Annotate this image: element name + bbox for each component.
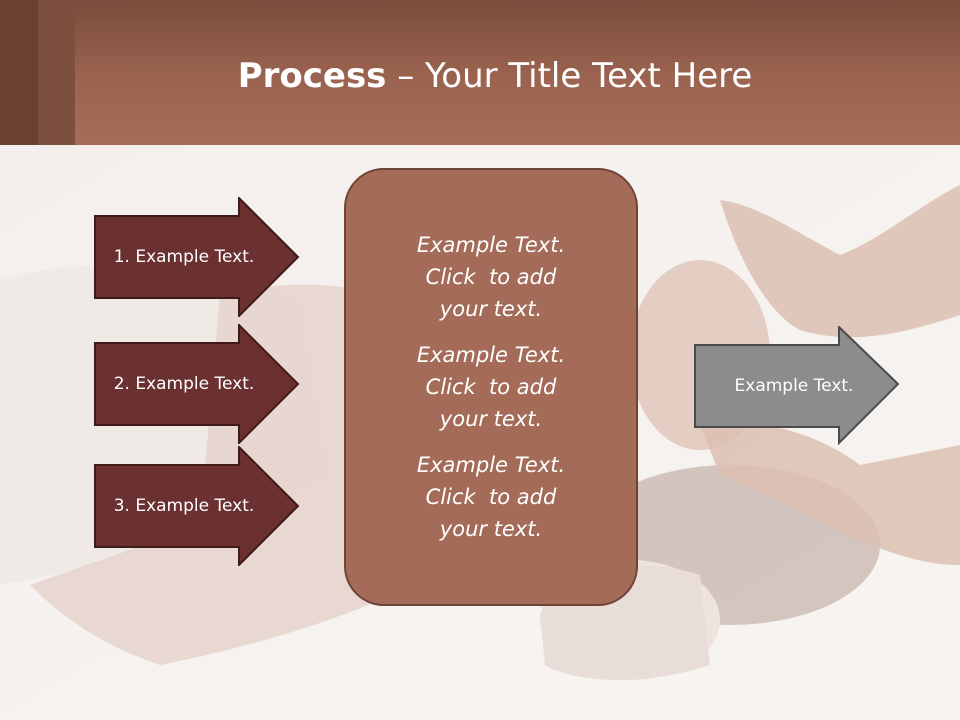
banner-accent-stripe (0, 0, 38, 145)
slide-title[interactable]: Process – Your Title Text Here (75, 48, 915, 104)
center-text-block-3[interactable]: Example Text. Click to add your text. (361, 449, 621, 545)
center-text-block-2[interactable]: Example Text. Click to add your text. (361, 339, 621, 435)
center-text-line: Example Text. (416, 343, 566, 367)
arrow-shape (694, 326, 900, 446)
arrow-shape (94, 197, 300, 317)
arrow-label: 2. Example Text. (113, 374, 255, 394)
center-text-line: your text. (439, 407, 543, 431)
title-bold-part: Process (237, 56, 387, 96)
center-text-line: Example Text. (416, 453, 566, 477)
arrow-shape (94, 324, 300, 444)
center-process-box[interactable]: Example Text. Click to add your text. Ex… (344, 168, 638, 606)
center-text-line: your text. (439, 297, 543, 321)
center-text-line: your text. (439, 517, 543, 541)
title-banner: Process – Your Title Text Here (0, 0, 960, 145)
center-text-line: Click to add (425, 485, 557, 509)
arrow-label: 1. Example Text. (113, 247, 255, 267)
arrow-label: Example Text. (734, 376, 854, 396)
arrow-label: 3. Example Text. (113, 496, 255, 516)
center-text-block-1[interactable]: Example Text. Click to add your text. (361, 229, 621, 325)
center-text-line: Click to add (425, 375, 557, 399)
center-text-line: Example Text. (416, 233, 566, 257)
output-arrow[interactable]: Example Text. (694, 326, 904, 446)
title-rest-part: – Your Title Text Here (386, 56, 753, 96)
arrow-shape (94, 446, 300, 566)
process-arrow-2[interactable]: 2. Example Text. (94, 324, 304, 444)
center-text-line: Click to add (425, 265, 557, 289)
process-arrow-1[interactable]: 1. Example Text. (94, 197, 304, 317)
process-arrow-3[interactable]: 3. Example Text. (94, 446, 304, 566)
banner-accent-stripe (38, 0, 75, 145)
